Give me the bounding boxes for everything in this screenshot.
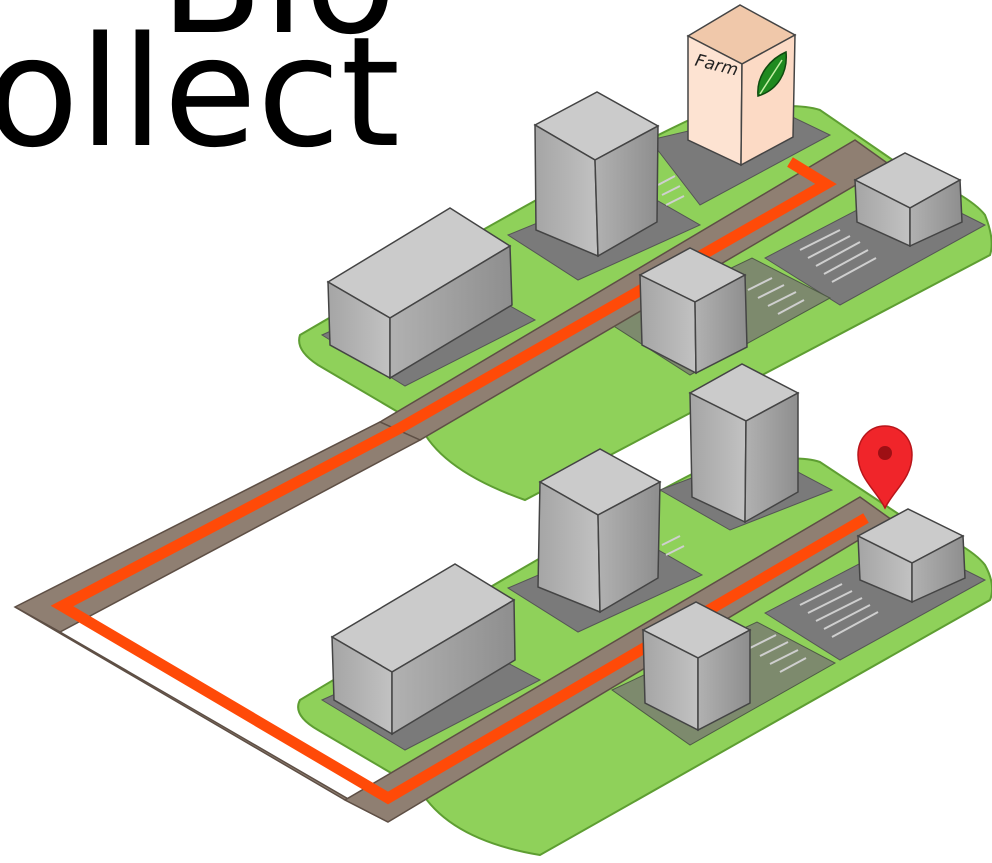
upper-building-tall — [535, 92, 658, 256]
lower-building-cube — [643, 602, 750, 730]
title-main-line: ollect — [0, 4, 400, 181]
lower-building-tall — [538, 449, 660, 612]
farm-building — [688, 5, 795, 165]
lower-building-tower — [690, 364, 798, 522]
